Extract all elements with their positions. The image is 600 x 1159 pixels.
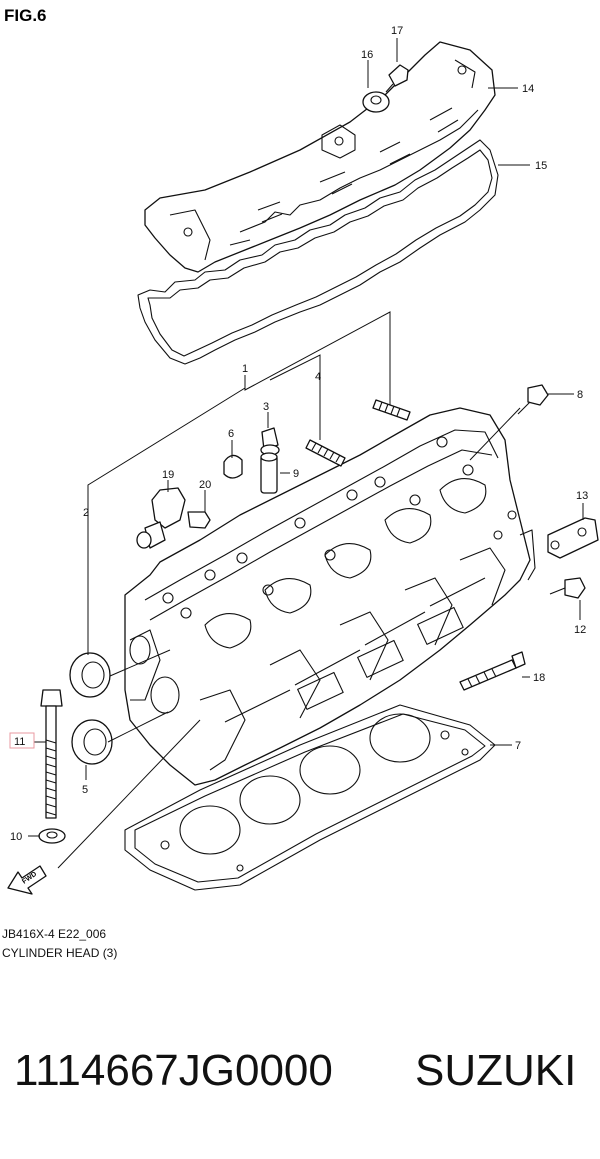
glow-plug bbox=[459, 651, 526, 691]
leader-lines bbox=[28, 38, 584, 869]
callout-11: 11 bbox=[14, 736, 25, 748]
cylinder-head-cover bbox=[144, 41, 496, 273]
callout-11-highlight bbox=[9, 732, 35, 749]
callout-4: 4 bbox=[315, 371, 321, 383]
callout-17: 17 bbox=[391, 25, 403, 37]
stud-bolt-upper bbox=[372, 399, 411, 421]
callout-15: 15 bbox=[535, 160, 547, 172]
valve-stem-seal bbox=[260, 427, 280, 456]
callout-12: 12 bbox=[574, 624, 586, 636]
bracket-bolt-lower bbox=[549, 577, 586, 599]
diagram-name: CYLINDER HEAD (3) bbox=[2, 946, 118, 960]
head-bolt-washer bbox=[38, 828, 66, 844]
callout-1: 1 bbox=[242, 363, 248, 375]
callout-14: 14 bbox=[522, 83, 534, 95]
callout-3: 3 bbox=[263, 401, 269, 413]
head-gasket bbox=[124, 704, 496, 891]
cover-bolt bbox=[385, 64, 409, 93]
cam-position-sensor bbox=[136, 487, 186, 549]
bracket-bolt-upper bbox=[517, 384, 549, 415]
callout-18: 18 bbox=[533, 672, 545, 684]
callout-13: 13 bbox=[576, 490, 588, 502]
figure-title: FIG.6 bbox=[4, 6, 47, 25]
cylinder-head bbox=[124, 407, 531, 786]
part-number: 1114667JG0000 bbox=[14, 1046, 333, 1095]
camshaft-oil-seal bbox=[69, 652, 111, 698]
sensor-bolt bbox=[187, 511, 211, 529]
callout-19: 19 bbox=[162, 469, 174, 481]
cover-gasket bbox=[137, 139, 499, 365]
diagram-code: JB416X-4 E22_006 bbox=[2, 927, 107, 941]
callout-16: 16 bbox=[361, 49, 373, 61]
callout-9: 9 bbox=[293, 468, 299, 480]
callout-5: 5 bbox=[82, 784, 88, 796]
injector-seal bbox=[71, 719, 113, 765]
callout-20: 20 bbox=[199, 479, 211, 491]
engine-bracket bbox=[519, 517, 599, 581]
callout-6: 6 bbox=[228, 428, 234, 440]
callout-labels: 17 16 14 15 1 4 3 6 9 19 20 2 8 13 12 18… bbox=[9, 25, 588, 843]
callout-7: 7 bbox=[515, 740, 521, 752]
valve-guide bbox=[260, 452, 278, 494]
cap-seal bbox=[362, 91, 390, 113]
callout-2: 2 bbox=[83, 507, 89, 519]
valve-lifter-cap bbox=[223, 454, 243, 479]
stud-bolt bbox=[305, 439, 346, 467]
brand-name: SUZUKI bbox=[415, 1046, 577, 1095]
callout-8: 8 bbox=[577, 389, 583, 401]
cylinder-head-bolt bbox=[40, 689, 63, 819]
forward-arrow-icon: FWD bbox=[7, 865, 47, 895]
callout-10: 10 bbox=[10, 831, 22, 843]
